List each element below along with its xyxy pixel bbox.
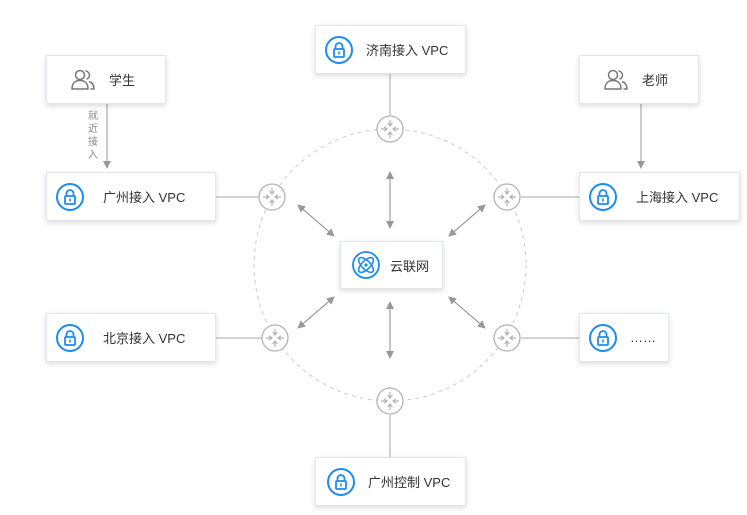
vpc-node-guangzhou[interactable]: 广州接入 VPC — [46, 172, 216, 221]
vpc-node-beijing[interactable]: 北京接入 VPC — [46, 313, 216, 362]
router-icon — [376, 115, 404, 143]
vpc-node-jinan[interactable]: 济南接入 VPC — [315, 25, 466, 74]
lock-icon — [325, 35, 353, 64]
nearby-access-label: 就近接入 — [88, 111, 98, 161]
router-icon — [261, 324, 289, 352]
vpc-node-label: 济南接入 VPC — [366, 43, 449, 58]
user-node-label: 老师 — [642, 73, 669, 88]
arrow-northwest — [297, 204, 335, 237]
lock-icon — [589, 323, 617, 352]
lock-icon — [589, 182, 617, 211]
lock-icon — [56, 182, 84, 211]
vpc-node-control[interactable]: 广州控制 VPC — [315, 457, 466, 506]
cloud-arrows — [297, 171, 486, 359]
cloud-network-node[interactable]: 云联网 — [340, 241, 443, 289]
vpc-node-more[interactable]: …… — [579, 313, 669, 362]
ccn-icon — [352, 251, 380, 279]
router-icon — [376, 387, 404, 415]
vpc-node-label: 广州控制 VPC — [368, 475, 451, 490]
arrow-southwest — [297, 296, 335, 329]
vpc-node-shanghai[interactable]: 上海接入 VPC — [579, 172, 740, 221]
cloud-network-label: 云联网 — [390, 258, 430, 274]
vpc-node-label: 广州接入 VPC — [103, 190, 186, 205]
router-icon — [493, 183, 521, 211]
users-icon — [71, 69, 95, 90]
vpc-links — [216, 74, 579, 457]
vpc-node-label: 上海接入 VPC — [636, 190, 719, 205]
lock-icon — [56, 323, 84, 352]
user-node-student[interactable]: 学生 — [46, 55, 166, 104]
router-icon — [258, 183, 286, 211]
user-node-label: 学生 — [109, 73, 136, 88]
vpc-node-label: …… — [630, 330, 656, 345]
users-icon — [604, 69, 628, 90]
vpc-node-label: 北京接入 VPC — [103, 331, 186, 346]
user-node-teacher[interactable]: 老师 — [579, 55, 699, 104]
routers — [258, 115, 521, 415]
arrow-southeast — [448, 296, 486, 329]
router-icon — [493, 324, 521, 352]
lock-icon — [327, 467, 355, 496]
arrow-northeast — [448, 204, 486, 237]
